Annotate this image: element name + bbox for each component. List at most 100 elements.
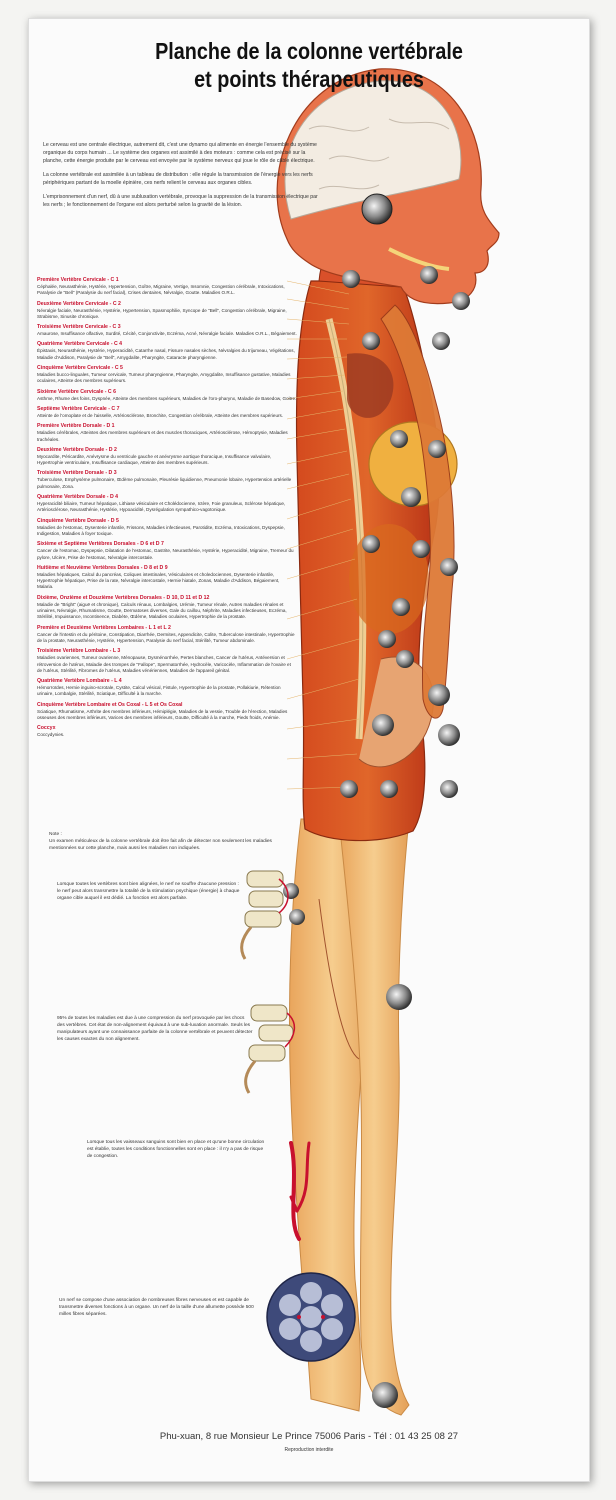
therapy-point xyxy=(362,535,380,553)
therapy-point xyxy=(440,558,458,576)
vertebra-section: Cinquième Vertèbre Lombaire et Os Coxal … xyxy=(37,702,297,722)
note-title: Note : xyxy=(49,832,62,837)
nerve-leader-lines xyxy=(286,280,360,790)
vertebra-section-title: Huitième et Neuvième Vertèbres Dorsales … xyxy=(37,564,168,571)
therapy-point xyxy=(390,430,408,448)
vertebra-section-body: Épistaxis, Neurasthénie, Hystérie, Hyper… xyxy=(37,348,295,360)
vertebra-section-title: Cinquième Vertèbre Cervicale - C 5 xyxy=(37,365,123,372)
therapy-point xyxy=(438,724,460,746)
poster-title: Planche de la colonne vertébrale et poin… xyxy=(68,37,550,93)
therapy-points xyxy=(283,193,470,1408)
vertebra-section-body: Maladies hépatiques, Calcul du pancréas,… xyxy=(37,571,280,590)
intro-paragraph: L'emprisonnement d'un nerf, dû à une sub… xyxy=(43,194,318,208)
vertebra-section-body: Hyperacidité biliaire, Tumeur hépatique,… xyxy=(37,501,286,513)
therapy-point xyxy=(362,332,380,350)
therapy-point xyxy=(396,650,414,668)
aligned-vertebra-text: Lorsque toutes les vertèbres sont bien a… xyxy=(57,882,240,901)
misaligned-vertebra-text: 95% de toutes les maladies est due à une… xyxy=(57,1016,253,1042)
vertebra-section-body: Maladie de "Bright" (aiguë et chronique)… xyxy=(37,601,287,620)
vertebra-section-body: Maladies ovariennes, Tumeur ovarienne, M… xyxy=(37,655,291,673)
anatomy-poster: Planche de la colonne vertébrale et poin… xyxy=(28,18,590,1482)
therapy-point xyxy=(428,684,450,706)
intro-paragraph: Le cerveau est une centrale électrique, … xyxy=(43,142,317,164)
vertebra-section-title: Septième Vertèbre Cervicale - C 7 xyxy=(37,405,120,412)
legs xyxy=(288,818,410,1416)
therapy-point xyxy=(340,780,358,798)
therapy-point xyxy=(342,270,360,288)
intro-text: Le cerveau est une centrale électrique, … xyxy=(43,141,323,215)
vertebra-section: Huitième et Neuvième Vertèbres Dorsales … xyxy=(37,565,297,591)
vertebra-section-title: Première et Deuxième Vertèbres Lombaires… xyxy=(37,624,171,631)
vertebra-section-body: Sciatique, Rhumatisme, Arthrite des memb… xyxy=(37,708,288,720)
vertebra-section-title: Sixième Vertèbre Cervicale - C 6 xyxy=(37,388,117,395)
therapy-point xyxy=(361,193,393,225)
vertebra-section-title: Troisième Vertèbre Cervicale - C 3 xyxy=(37,324,121,331)
head xyxy=(276,68,500,305)
therapy-point xyxy=(420,266,438,284)
vertebra-section-body: Myocardite, Péricardite, Anévrysme du ve… xyxy=(37,453,272,466)
nerve-text: Un nerf se compose d'une association de … xyxy=(59,1298,254,1317)
vertebra-section-body: Maladies cérébrales, Atteintes des membr… xyxy=(37,430,288,442)
vertebra-section-body: Cancer de l'intestin et du péritoine, Co… xyxy=(37,631,295,643)
note-text: Un examen méticuleux de la colonne verté… xyxy=(49,839,272,851)
anatomy-illustration xyxy=(240,68,500,1416)
vertebra-section-body: Tuberculose, Emphysème pulmonaire, Œdème… xyxy=(37,477,292,489)
intro-paragraph: La colonne vertébrale est assimilée à un… xyxy=(43,172,313,186)
vertebra-illustration-misaligned xyxy=(244,1004,296,1094)
therapy-point xyxy=(386,984,412,1010)
arm xyxy=(380,304,455,719)
therapy-point xyxy=(432,332,450,350)
vertebra-section-body: Cancer de l'estomac, Dyspepsie, Dilatati… xyxy=(37,548,294,560)
vertebra-section-title: Quatrième Vertèbre Dorsale - D 4 xyxy=(37,494,119,501)
vertebra-section-body: Coccydynies. xyxy=(37,732,65,738)
vertebra-section-title: Troisième Vertèbre Lombaire - L 3 xyxy=(37,648,121,655)
title-line-1: Planche de la colonne vertébrale xyxy=(155,38,463,64)
vertebra-section-title: Deuxième Vertèbre Cervicale - C 2 xyxy=(37,300,121,307)
vertebra-section: Première et Deuxième Vertèbres Lombaires… xyxy=(37,625,297,645)
vertebra-section: Sixième et Septième Vertèbres Dorsales -… xyxy=(37,541,297,561)
title-line-2: et points thérapeutiques xyxy=(194,66,424,92)
vertebra-section-title: Deuxième Vertèbre Dorsale - D 2 xyxy=(37,446,117,453)
vertebra-section-title: Première Vertèbre Cervicale - C 1 xyxy=(37,277,119,283)
vertebra-section-title: Quatrième Vertèbre Cervicale - C 4 xyxy=(37,341,123,348)
vertebra-section-body: Asthme, Rhume des foins, Dyspnée, Attein… xyxy=(37,395,297,401)
vertebra-section-body: Hémorroïdes, Hernie inguino-scrotale, Cy… xyxy=(37,685,281,697)
vertebra-section-title: Troisième Vertèbre Dorsale - D 3 xyxy=(37,470,117,477)
therapy-point xyxy=(283,883,299,899)
vertebra-section-body: Maladies de l'estomac, Dysenterie infant… xyxy=(37,524,285,536)
vertebra-section-body: Névralgie faciale, Neurasthénie, Hystéri… xyxy=(37,307,287,319)
vertebra-illustration-aligned xyxy=(240,870,289,960)
footer-address: Phu-xuan, 8 rue Monsieur Le Prince 75006… xyxy=(159,1431,459,1442)
vertebra-section-body: Atteinte de l'omoplate et de l'aisselle,… xyxy=(37,412,284,418)
therapy-point xyxy=(372,714,394,736)
therapy-point xyxy=(428,440,446,458)
vertebra-section: Dixième, Onzième et Douzième Vertèbres D… xyxy=(37,595,297,621)
footer-copyright: Reproduction interdite xyxy=(284,1447,334,1453)
vertebra-section-title: Quatrième Vertèbre Lombaire - L 4 xyxy=(37,678,122,685)
therapy-point xyxy=(401,487,421,507)
vertebra-section-title: Dixième, Onzième et Douzième Vertèbres D… xyxy=(37,594,210,601)
therapy-point xyxy=(412,540,430,558)
blood-vessel-illustration xyxy=(289,1141,311,1241)
vertebra-section-title: Sixième et Septième Vertèbres Dorsales -… xyxy=(37,541,164,548)
vertebra-section-title: Cinquième Vertèbre Dorsale - D 5 xyxy=(37,517,119,524)
therapy-point xyxy=(378,630,396,648)
note-block: Note : Un examen méticuleux de la colonn… xyxy=(49,831,279,852)
vertebra-section-body: Amaurose, Insuffisance olfactive, Surdit… xyxy=(37,331,297,337)
therapy-point xyxy=(452,292,470,310)
nerve-cross-section xyxy=(266,1272,356,1362)
